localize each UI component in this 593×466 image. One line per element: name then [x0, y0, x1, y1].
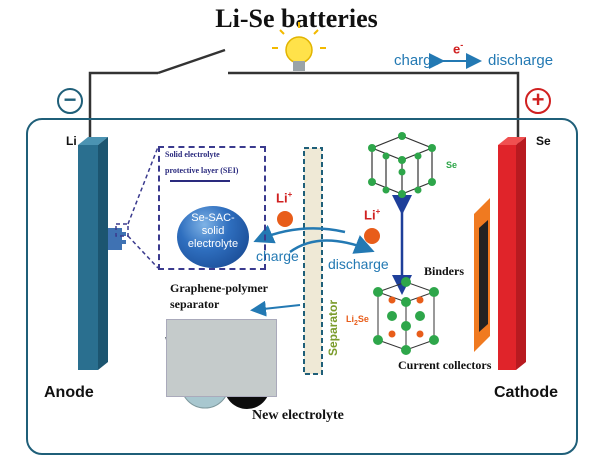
- external-circuit: [88, 48, 520, 145]
- li-ion-label-left: Li+: [276, 190, 292, 205]
- sei-line1: Solid electrolyte: [165, 150, 220, 159]
- electron-symbol: e: [453, 41, 461, 57]
- discharge-label: discharge: [328, 256, 389, 272]
- discharge-arrow: [289, 235, 375, 254]
- sei-block: [108, 228, 126, 250]
- se-crystal: [368, 132, 436, 198]
- se-crystal-label: Se: [446, 160, 458, 170]
- electrolyte-label: New electrolyte: [252, 408, 344, 423]
- battery-cell: [26, 118, 578, 455]
- cathode-label: Cathode: [494, 384, 558, 401]
- current-collector: [474, 198, 490, 352]
- cathode-material-label: Se: [536, 134, 551, 148]
- li-left-sup: +: [287, 190, 293, 199]
- sphere-line1: Se-SAC-: [191, 212, 235, 224]
- sphere-text: Se-SAC- solid electrolyte: [177, 212, 249, 251]
- charge-label: charge: [256, 248, 299, 264]
- charge-header: charge: [394, 52, 440, 69]
- li-ion-left: [277, 211, 293, 227]
- li2se-crystal: [373, 277, 439, 355]
- separator-photo: [166, 319, 277, 397]
- li2se-se: Se: [357, 314, 369, 324]
- li2se-sub: 2: [354, 319, 358, 327]
- sei-layer-line: [170, 180, 230, 182]
- electrolyte-sphere: [177, 206, 249, 268]
- graphene-line1: Graphene-polymer: [170, 281, 268, 295]
- li-ion-label-right: Li+: [364, 207, 380, 222]
- lightbulb-icon: [272, 22, 326, 71]
- graphene-line2: separator: [170, 297, 220, 311]
- anode-label: Anode: [44, 384, 94, 401]
- sphere-line2: solid: [201, 225, 225, 237]
- diagram-title: Li-Se batteries: [215, 4, 378, 33]
- charge-arrow: [253, 224, 346, 244]
- anode-material-label: Li: [66, 134, 77, 148]
- cathode-slab: [498, 137, 526, 370]
- discharge-header: discharge: [488, 52, 554, 69]
- anode-slab: [78, 137, 108, 370]
- collectors-label: Current collectors: [398, 358, 492, 372]
- li-right-sup: +: [375, 207, 381, 216]
- binders-label: Binders: [424, 264, 465, 278]
- separator-label: Separator: [326, 300, 340, 357]
- li-ion-right: [364, 228, 380, 244]
- zoom-lines: [115, 146, 159, 269]
- sphere-line3: electrolyte: [187, 238, 239, 250]
- positive-terminal: +: [525, 88, 551, 114]
- sei-line2: protective layer (SEI): [165, 166, 239, 175]
- li2se-li: Li: [346, 314, 354, 324]
- separator-arrow: [250, 300, 301, 317]
- li2se-label: Li2Se: [346, 314, 369, 327]
- li-left-text: Li: [276, 190, 288, 206]
- sei-zoom-box: [158, 146, 266, 270]
- electron-sup: -: [460, 40, 464, 50]
- separator: [303, 147, 323, 375]
- negative-terminal: −: [57, 88, 83, 114]
- li-right-text: Li: [364, 207, 376, 223]
- electron-label: e-: [453, 40, 463, 56]
